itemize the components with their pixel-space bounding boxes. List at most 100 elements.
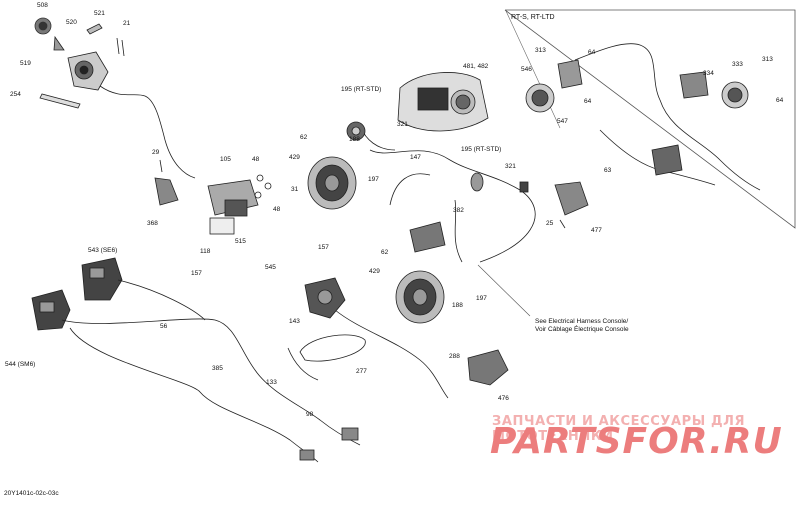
- bracket-368: [154, 177, 179, 206]
- callout-321-mid: 321: [505, 163, 516, 170]
- callout-521: 521: [94, 10, 105, 17]
- gauge-333: [721, 81, 749, 109]
- callout-25: 25: [546, 220, 554, 227]
- callout-64-mid: 64: [584, 98, 592, 105]
- callout-429-lower: 429: [369, 268, 380, 275]
- callout-544-sm6: 544 (SM6): [5, 361, 36, 368]
- gauge-cluster-481: [397, 72, 489, 132]
- callout-188-upper: 188: [349, 136, 360, 143]
- callout-31: 31: [291, 186, 299, 193]
- relay-321: [519, 181, 529, 193]
- callout-195-rt-std-top: 195 (RT-STD): [341, 86, 382, 93]
- lower-harness-2: [69, 279, 319, 463]
- module-515: [207, 179, 259, 217]
- watermark-logo: PARTSFOR.RU: [490, 421, 783, 462]
- callout-197-lower: 197: [476, 295, 487, 302]
- callout-195-rt-std-mid: 195 (RT-STD): [461, 146, 502, 153]
- callout-477: 477: [591, 227, 602, 234]
- switch-543: [81, 257, 123, 301]
- callout-143: 143: [289, 318, 300, 325]
- callout-476: 476: [498, 395, 509, 402]
- callout-64-right: 64: [776, 97, 784, 104]
- speaker-429-upper: [307, 156, 357, 210]
- drawing-code: 20Y1401c-02c-03c: [4, 490, 59, 497]
- callout-543-se6: 543 (SE6): [88, 247, 118, 254]
- sensor-521: [86, 23, 103, 35]
- callout-105: 105: [220, 156, 231, 163]
- callout-118: 118: [200, 248, 211, 255]
- screw-21: [116, 37, 125, 57]
- callout-545: 545: [265, 264, 276, 271]
- cable-143: [287, 347, 319, 381]
- callout-133: 133: [266, 379, 277, 386]
- callout-546: 546: [521, 66, 532, 73]
- callout-48-lower: 48: [273, 206, 281, 213]
- module-382: [409, 221, 446, 253]
- plate-118: [209, 217, 235, 235]
- module-inset: [651, 144, 683, 176]
- callout-321-upper: 321: [397, 121, 408, 128]
- callout-63: 63: [604, 167, 612, 174]
- callout-157-left: 157: [191, 270, 202, 277]
- callout-254: 254: [10, 91, 21, 98]
- nuts-48-31: [254, 174, 272, 199]
- callout-313-right: 313: [762, 56, 773, 63]
- inset-title: RT-S, RT-LTD: [511, 14, 555, 21]
- gauge-cap-508: [34, 17, 52, 35]
- note-line-1: See Electrical Harness Console/: [535, 318, 629, 325]
- lower-harness-3: [334, 309, 449, 399]
- callout-520: 520: [66, 19, 77, 26]
- inset-diagonal: [505, 10, 561, 129]
- callout-197-upper: 197: [368, 176, 379, 183]
- module-476: [467, 349, 509, 386]
- sensor-520: [53, 35, 65, 51]
- watermark-tagline: ЗАПЧАСТИ И АКСЕССУАРЫ ДЛЯ МОТОТЕХНИКИ: [492, 414, 746, 444]
- gauge-195: [346, 121, 366, 141]
- callout-382: 382: [453, 207, 464, 214]
- callout-21: 21: [123, 20, 131, 27]
- callout-313-left: 313: [535, 47, 546, 54]
- switch-544: [31, 289, 71, 331]
- callout-98: 98: [306, 411, 314, 418]
- callout-547: 547: [557, 118, 568, 125]
- callout-48-upper: 48: [252, 156, 260, 163]
- housing-519: [67, 51, 109, 91]
- note-line-2: Voir Câblage Électrique Console: [535, 326, 629, 333]
- callout-481-482: 481, 482: [463, 63, 489, 70]
- callout-515: 515: [235, 238, 246, 245]
- callout-508: 508: [37, 2, 48, 9]
- bracket-254: [39, 93, 81, 109]
- callout-62-upper: 62: [300, 134, 308, 141]
- connector-98: [299, 427, 359, 461]
- callout-429-upper: 429: [289, 154, 300, 161]
- callout-188-lower: 188: [452, 302, 463, 309]
- callout-157-mid: 157: [318, 244, 329, 251]
- leader-note: [477, 264, 531, 317]
- callout-147: 147: [410, 154, 421, 161]
- harness-note: See Electrical Harness Console/ Voir Câb…: [535, 318, 629, 334]
- callout-277: 277: [356, 368, 367, 375]
- housing-313: [557, 59, 583, 89]
- callout-333: 333: [732, 61, 743, 68]
- main-harness: [359, 124, 536, 263]
- callout-56: 56: [160, 323, 168, 330]
- speaker-429-lower: [395, 270, 445, 324]
- gauge-546: [525, 83, 555, 113]
- lower-harness-1: [61, 318, 361, 446]
- callout-334: 334: [703, 70, 714, 77]
- housing-334: [679, 71, 709, 99]
- harness-519: [99, 85, 196, 179]
- callout-64-top: 64: [588, 49, 596, 56]
- callout-288: 288: [449, 353, 460, 360]
- callout-385: 385: [212, 365, 223, 372]
- strap-277: [299, 334, 366, 362]
- callout-62-lower: 62: [381, 249, 389, 256]
- callout-368: 368: [147, 220, 158, 227]
- switch-477: [554, 181, 589, 216]
- inset-frame: [504, 9, 796, 229]
- switch-545: [304, 277, 346, 319]
- callout-29: 29: [152, 149, 160, 156]
- gauge-195-b: [470, 172, 484, 192]
